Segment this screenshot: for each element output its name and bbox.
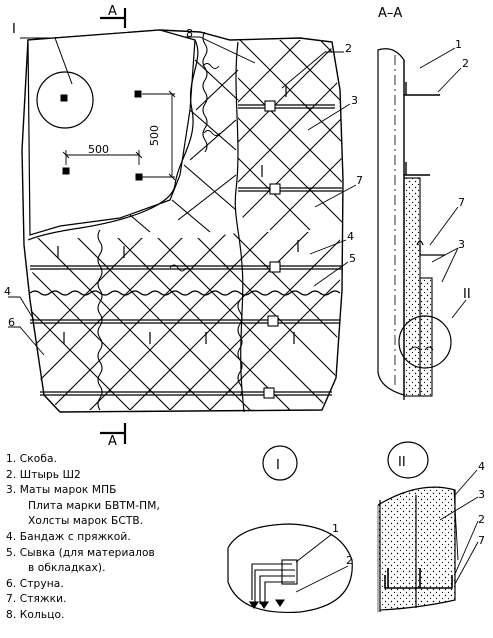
detail-I-title: I [276, 458, 280, 473]
legend-item: Холсты марок БСТВ. [6, 514, 238, 530]
legend-text: Маты марок МПБ [19, 484, 117, 497]
callout-detII-4: 4 [478, 460, 485, 473]
legend-item: 7. Стяжки. [6, 592, 238, 608]
main-plan-view [8, 8, 357, 444]
callout-main-6: 6 [8, 316, 15, 329]
section-title: А–А [378, 6, 402, 21]
cut-letter-bottom: А [108, 434, 117, 449]
callout-detII-2: 2 [478, 513, 485, 526]
callout-main-7: 7 [356, 174, 363, 187]
legend-text: Стяжки. [19, 593, 67, 606]
dim-vertical: 500 [148, 125, 161, 146]
stitching-line [29, 290, 341, 296]
section-callouts: А–А 1 2 7 3 II [378, 6, 471, 302]
legend-item: 8. Кольцо. [6, 608, 238, 624]
callout-sec-7: 7 [458, 196, 465, 209]
callout-main-5: 5 [349, 252, 356, 265]
outer-contour [21, 29, 344, 413]
legend-text: Скоба. [19, 453, 58, 465]
legend-item: 6. Струна. [6, 577, 238, 593]
legend: 1. Скоба. 2. Штырь Ш2 3. Маты марок МПБ … [6, 452, 238, 624]
callout-detI-1: 1 [332, 522, 339, 535]
legend-num: 7. [6, 593, 17, 606]
legend-num: 3. [6, 484, 17, 497]
callout-sec-2: 2 [462, 57, 469, 70]
callout-main-4: 4 [347, 230, 354, 243]
cutaway-panel [27, 29, 196, 236]
callout-sec-3: 3 [458, 238, 465, 251]
detail-I-view [227, 445, 353, 614]
legend-num: 4. [6, 530, 17, 543]
legend-item: 1. Скоба. [6, 452, 238, 468]
legend-text: Холсты марок БСТВ. [28, 515, 144, 528]
callout-main-4b: 4 [4, 285, 11, 298]
detail-II-circle [398, 315, 452, 369]
legend-num: 2. [6, 468, 17, 481]
legend-num: 5. [6, 546, 17, 559]
legend-item: в обкладках). [6, 561, 238, 577]
legend-item: 5. Сывка (для материалов [6, 546, 238, 562]
detail-I-label-main: I [12, 22, 16, 37]
dim-horizontal: 500 [88, 143, 109, 156]
detail-II-view [377, 441, 479, 612]
callout-detII-7: 7 [478, 534, 485, 547]
detail-I-callouts: I 1 2 [276, 458, 353, 567]
callout-main-3: 3 [351, 94, 358, 107]
legend-text: Кольцо. [19, 608, 65, 621]
legend-num: 1. [6, 453, 17, 465]
section-aa-view [377, 47, 467, 400]
legend-item: 4. Бандаж с пряжкой. [6, 530, 238, 546]
detail-II-title: II [398, 455, 406, 470]
cut-letter-top: А [108, 4, 117, 19]
legend-text: Штырь Ш2 [19, 468, 81, 481]
legend-text: Плита марки БВТМ-ПМ, [28, 499, 160, 512]
callout-detII-3: 3 [478, 488, 485, 501]
callout-detI-2: 2 [346, 554, 353, 567]
legend-text: Сывка (для материалов [19, 546, 155, 559]
callout-sec-1: 1 [455, 38, 462, 51]
detail-II-label-section: II [463, 287, 471, 302]
legend-item: Плита марки БВТМ-ПМ, [6, 499, 238, 515]
tear-edge [27, 39, 199, 241]
legend-num: 8. [6, 608, 17, 621]
legend-item: 3. Маты марок МПБ [6, 483, 238, 499]
callout-main-2: 2 [345, 42, 352, 55]
detail-II-callouts: II 4 3 2 7 [398, 455, 485, 547]
legend-text: Струна. [19, 577, 64, 590]
main-callouts: 8 2 3 7 4 5 4 6 500 500 А А I [4, 4, 363, 449]
legend-text: в обкладках). [28, 562, 106, 575]
legend-text: Бандаж с пряжкой. [19, 530, 131, 543]
legend-num: 6. [6, 577, 17, 590]
callout-main-8: 8 [186, 27, 193, 40]
legend-item: 2. Штырь Ш2 [6, 468, 238, 484]
